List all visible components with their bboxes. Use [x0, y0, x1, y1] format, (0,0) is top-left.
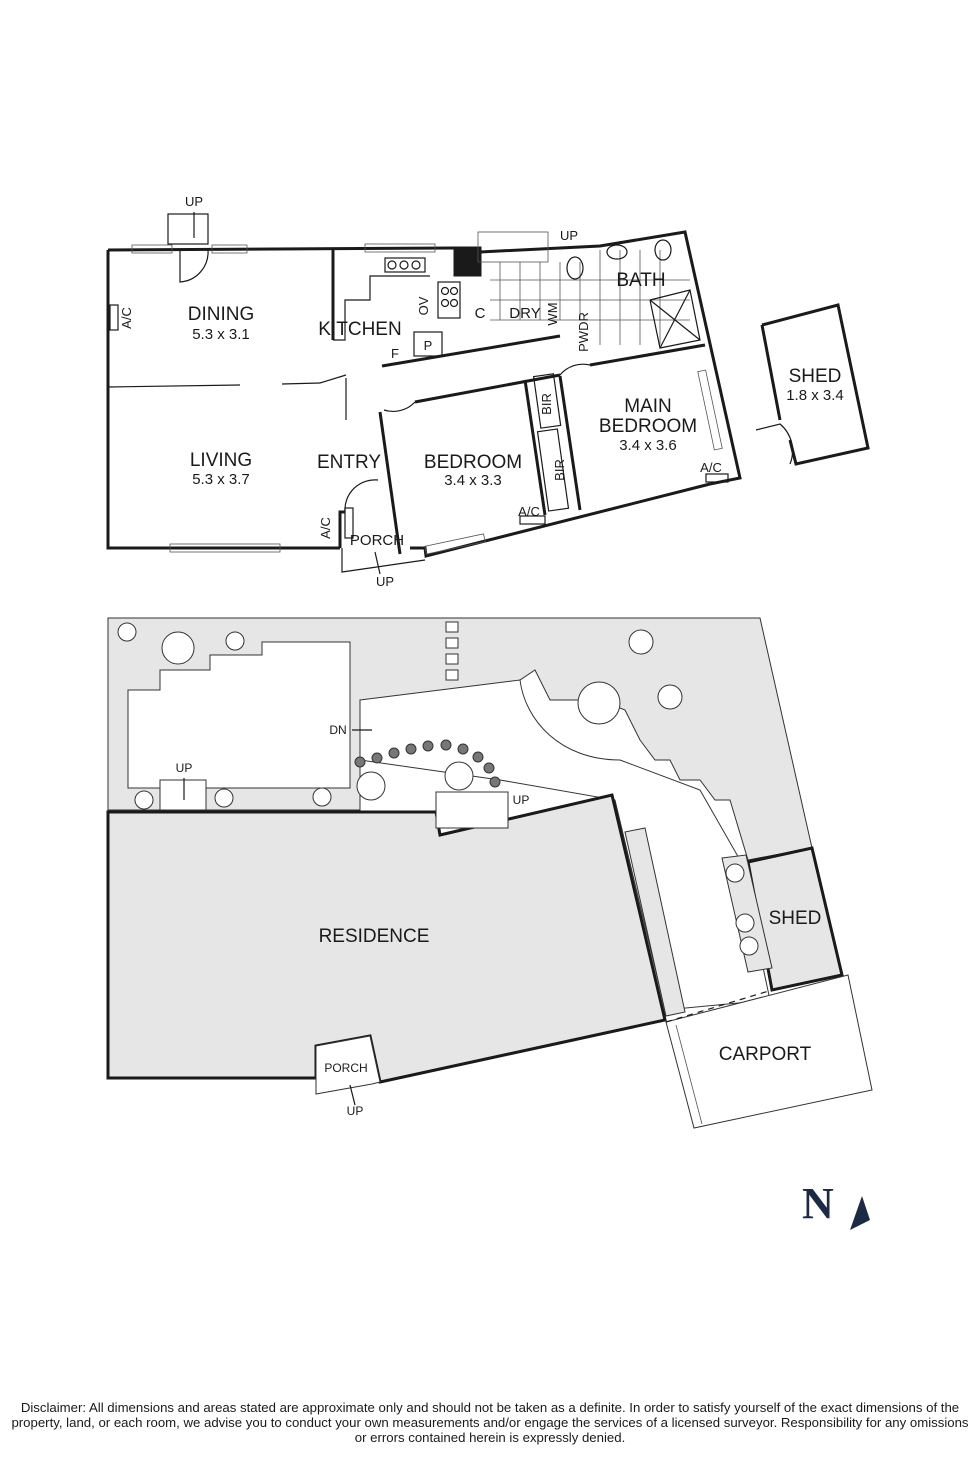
site-plan-labels: RESIDENCE SHED CARPORT PORCH UP UP UP DN [176, 723, 822, 1118]
room-label-shed: SHED [789, 366, 842, 387]
dryer-label: DRY [509, 305, 540, 322]
site-label-porch: PORCH [324, 1061, 367, 1075]
ac-label-entry: A/C [318, 517, 333, 539]
site-label-residence: RESIDENCE [319, 926, 430, 947]
bir-label-1: BIR [539, 393, 554, 415]
room-dims-dining: 5.3 x 3.1 [192, 326, 250, 343]
stair-up-label-dining: UP [185, 194, 203, 209]
room-dims-bedroom: 3.4 x 3.3 [444, 472, 502, 489]
ac-label-dining: A/C [119, 307, 134, 329]
room-label-entry: ENTRY [317, 452, 381, 473]
site-label-side-up: UP [513, 793, 530, 807]
stair-arrow-porch [374, 551, 381, 575]
powder-label: PWDR [576, 312, 591, 352]
ac-label-main-bedroom: A/C [700, 460, 722, 475]
room-label-kitchen: KITCHEN [318, 319, 401, 340]
room-dims-shed: 1.8 x 3.4 [786, 387, 844, 404]
site-label-rear-up: UP [176, 761, 193, 775]
oven-label: OV [416, 296, 431, 315]
room-label-living: LIVING [190, 450, 252, 471]
room-label-bedroom: BEDROOM [424, 452, 522, 473]
floor-plan-labels: DINING 5.3 x 3.1 LIVING 5.3 x 3.7 KITCHE… [119, 194, 844, 589]
north-arrow-icon [850, 1196, 870, 1230]
site-label-carport: CARPORT [719, 1044, 812, 1065]
site-plan [106, 617, 873, 1129]
washing-machine-label: WM [545, 302, 560, 325]
room-label-main-bedroom-2: BEDROOM [599, 416, 697, 437]
compass-north-letter: N [802, 1179, 834, 1228]
bir-label-2: BIR [552, 459, 567, 481]
room-dims-main-bedroom: 3.4 x 3.6 [619, 437, 677, 454]
fridge-label: F [391, 346, 399, 361]
site-label-dn: DN [329, 723, 346, 737]
stair-up-label-porch: UP [376, 574, 394, 589]
pantry-label: P [424, 338, 433, 353]
room-label-bath: BATH [616, 270, 665, 291]
stair-up-label-laundry: UP [560, 228, 578, 243]
room-label-dining: DINING [188, 304, 255, 325]
room-label-main-bedroom-1: MAIN [624, 396, 672, 417]
floor-plan [106, 213, 870, 573]
site-label-shed: SHED [769, 908, 822, 929]
disclaimer-text: Disclaimer: All dimensions and areas sta… [11, 1400, 969, 1445]
cupboard-label: C [475, 305, 486, 322]
site-label-porch-up: UP [347, 1104, 364, 1118]
ac-label-bedroom: A/C [518, 504, 540, 519]
room-label-porch: PORCH [350, 532, 404, 549]
room-dims-living: 5.3 x 3.7 [192, 471, 250, 488]
